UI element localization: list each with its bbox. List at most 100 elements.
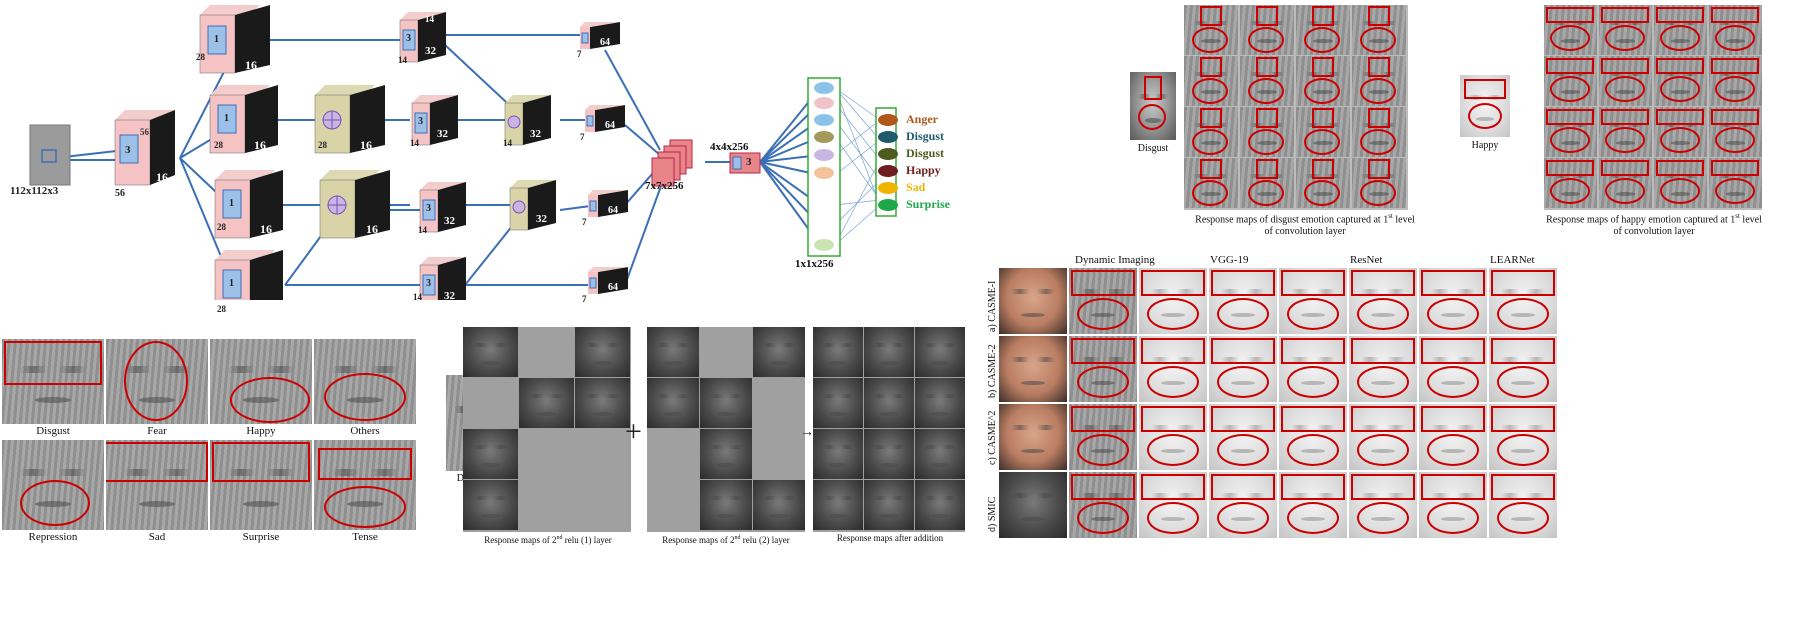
end1-side: 7	[577, 49, 582, 59]
highlight-ellipse	[1550, 76, 1590, 102]
branch2-depth: 16	[254, 138, 266, 152]
response-map-tile	[1654, 107, 1707, 157]
midpool1-side: 14	[503, 138, 512, 148]
highlight-ellipse	[1147, 502, 1199, 534]
highlight-box	[1656, 7, 1704, 23]
mid2-side: 14	[410, 138, 419, 148]
response-map-tile	[1139, 336, 1207, 402]
highlight-ellipse	[1287, 298, 1339, 330]
response-map-tile	[1279, 472, 1347, 538]
branch1-depth: 16	[245, 58, 257, 72]
mid1-top: 14	[425, 14, 434, 24]
cnn-blocks	[114, 5, 897, 300]
response-map-tile	[1599, 56, 1652, 106]
response-map-tile	[1599, 158, 1652, 208]
highlight-ellipse	[1360, 27, 1396, 53]
highlight-box	[1491, 406, 1555, 432]
response-map-tile	[1544, 107, 1597, 157]
response-map-tile	[700, 429, 752, 479]
highlight-box	[1711, 109, 1759, 125]
response-map-tile	[463, 327, 518, 377]
arrow-2: →	[800, 425, 814, 440]
highlight-ellipse	[1248, 180, 1284, 206]
highlight-box	[1281, 338, 1345, 364]
mid4-depth: 32	[444, 290, 455, 302]
highlight-ellipse	[1360, 129, 1396, 155]
response-map-tile	[647, 378, 699, 428]
mid4-kernel: 3	[426, 278, 431, 289]
legend-label-happy: Happy	[906, 163, 941, 177]
highlight-ellipse	[1077, 434, 1129, 466]
happy-map-grid	[1544, 5, 1762, 210]
highlight-box	[1312, 6, 1334, 26]
legend-label-anger: Anger	[906, 112, 938, 126]
highlight-ellipse	[1077, 298, 1129, 330]
highlight-box	[1351, 338, 1415, 364]
highlight-box	[1256, 6, 1278, 26]
cnn-connection-lines	[29, 34, 881, 291]
highlight-box	[1211, 406, 1275, 432]
highlight-ellipse	[1192, 27, 1228, 53]
response-map-tile	[1069, 336, 1137, 402]
response-map-tile	[700, 480, 752, 530]
highlight-box	[1368, 108, 1390, 128]
highlight-ellipse	[1360, 180, 1396, 206]
response-map-tile	[1184, 5, 1238, 55]
response-map-tile	[1279, 404, 1347, 470]
highlight-box	[1711, 58, 1759, 74]
response-map-tile	[864, 429, 914, 479]
highlight-box	[1368, 57, 1390, 77]
comparison-grid	[999, 268, 1567, 548]
response-map-tile	[1139, 268, 1207, 334]
label-disgust: Disgust	[36, 425, 70, 437]
highlight-ellipse	[1304, 129, 1340, 155]
face-surprise	[210, 440, 312, 530]
highlight-box	[1546, 7, 1594, 23]
highlight-ellipse	[1550, 127, 1590, 153]
legend-dot-anger	[878, 114, 898, 126]
highlight-ellipse	[1287, 366, 1339, 398]
col-vgg19: VGG-19	[1210, 254, 1249, 266]
highlight-box	[1256, 57, 1278, 77]
end3-depth: 64	[608, 205, 618, 216]
response-map-tile	[1209, 268, 1277, 334]
response-map-tile	[1296, 158, 1350, 208]
highlight-ellipse	[1497, 434, 1549, 466]
highlight-ellipse	[1550, 25, 1590, 51]
mid3-depth: 32	[444, 215, 455, 227]
branch3-side: 28	[217, 222, 226, 232]
response-map-tile	[1240, 5, 1294, 55]
response-map-tile	[1349, 472, 1417, 538]
pool-kernel: 3	[746, 156, 752, 168]
response-map-tile	[1654, 5, 1707, 55]
legend-label-disgust: Disgust	[906, 129, 945, 143]
response-map-tile	[1709, 56, 1762, 106]
highlight-ellipse	[1660, 25, 1700, 51]
response-map-tile	[999, 336, 1067, 402]
highlight-ellipse	[1287, 502, 1339, 534]
highlight-ellipse	[1357, 502, 1409, 534]
face-fear	[106, 339, 208, 424]
response-map-tile	[1184, 56, 1238, 106]
class-legend: Anger Disgust Disgust Happy Sad Surprise	[878, 110, 978, 220]
response-map-tile	[1544, 158, 1597, 208]
response-map-tile	[1240, 56, 1294, 106]
label-others: Others	[350, 425, 380, 437]
relu1-map-grid	[463, 327, 631, 532]
response-map-tile	[1209, 472, 1277, 538]
response-map-tile	[915, 327, 965, 377]
mid4-side: 14	[413, 292, 422, 302]
legend-label-surprise: Surprise	[906, 197, 951, 211]
response-map-tile	[999, 404, 1067, 470]
legend-dot-surprise	[878, 199, 898, 211]
highlight-box	[1368, 6, 1390, 26]
highlight-ellipse	[1192, 78, 1228, 104]
highlight-box	[1312, 108, 1334, 128]
response-map-tile	[1419, 268, 1487, 334]
label-happy: Happy	[246, 425, 276, 437]
relu-response-panel: Disgust → + → Response maps of 2nd relu …	[440, 327, 980, 631]
response-map-tile	[1184, 158, 1238, 208]
highlight-ellipse	[1605, 178, 1645, 204]
response-map-tile	[1352, 56, 1406, 106]
highlight-ellipse	[1715, 76, 1755, 102]
